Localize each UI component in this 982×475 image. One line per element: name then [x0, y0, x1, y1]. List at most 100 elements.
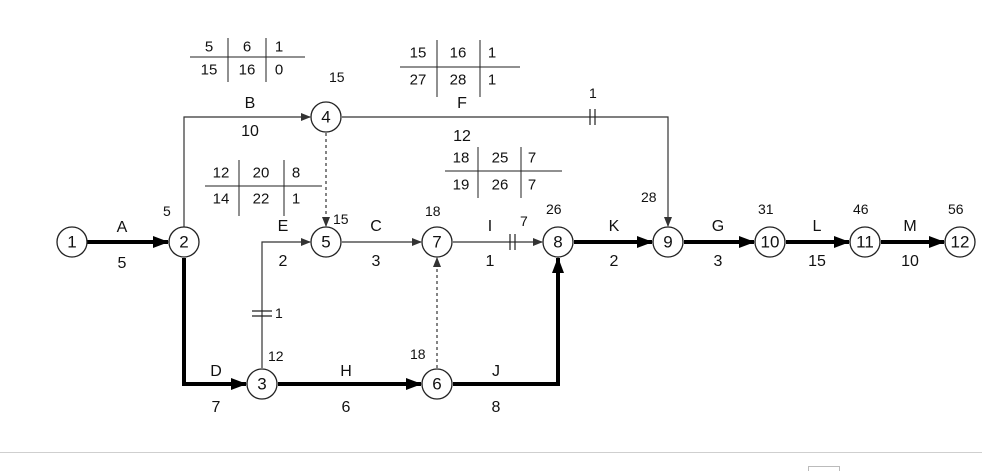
- grid-F-cell-1-0: 27: [410, 72, 427, 89]
- activity-name-G: G: [712, 218, 724, 235]
- grid-B-cell-0-1: 6: [243, 39, 251, 56]
- node-4: 4: [310, 101, 342, 133]
- node-2-label: 2: [179, 233, 188, 252]
- activity-name-K: K: [609, 218, 620, 235]
- grid-I-cell-0-1: 25: [492, 150, 509, 167]
- node-5: 5: [310, 226, 342, 258]
- free-float-F: 1: [589, 85, 597, 101]
- param-grid-F: 15 16 1 27 28 1: [400, 40, 520, 97]
- node-11: 11: [849, 226, 881, 258]
- grid-B-cell-1-1: 16: [239, 62, 256, 79]
- node-time-10: 31: [758, 201, 774, 217]
- footer-divider: [0, 452, 982, 453]
- free-float-E: 1: [275, 305, 283, 321]
- node-time-7: 18: [425, 203, 441, 219]
- activity-duration-D: 7: [212, 399, 221, 416]
- grid-F-cell-0-1: 16: [450, 45, 467, 62]
- node-9: 9: [652, 226, 684, 258]
- node-6-label: 6: [432, 375, 441, 394]
- param-grid-I: 18 25 7 19 26 7: [445, 147, 562, 198]
- grid-E-cell-0-2: 8: [292, 165, 300, 182]
- grid-B-cell-1-0: 15: [201, 62, 218, 79]
- grid-E-cell-1-2: 1: [292, 191, 300, 208]
- node-3: 3: [246, 368, 278, 400]
- activity-name-C: C: [370, 218, 382, 235]
- node-8: 8: [542, 226, 574, 258]
- node-5-label: 5: [321, 233, 330, 252]
- grid-F-cell-1-1: 28: [450, 72, 467, 89]
- node-12: 12: [944, 226, 976, 258]
- activity-duration-B: 10: [241, 123, 259, 140]
- activity-name-H: H: [340, 363, 352, 380]
- node-4-label: 4: [321, 108, 330, 127]
- activity-arrow-E: [261, 238, 311, 368]
- node-time-5: 15: [333, 211, 349, 227]
- node-time-2: 5: [163, 203, 171, 219]
- activity-name-E: E: [278, 218, 289, 235]
- node-time-6: 18: [410, 346, 426, 362]
- node-10-label: 10: [761, 233, 780, 252]
- node-time-12: 56: [948, 201, 964, 217]
- grid-I-cell-0-2: 7: [528, 150, 536, 167]
- node-10: 10: [754, 226, 786, 258]
- footer-tab: [808, 466, 840, 471]
- grid-I-cell-0-0: 18: [453, 150, 470, 167]
- activity-duration-J: 8: [492, 399, 501, 416]
- activity-duration-E: 2: [279, 253, 288, 270]
- node-8-label: 8: [553, 233, 562, 252]
- node-time-3: 12: [268, 348, 284, 364]
- node-9-label: 9: [663, 233, 672, 252]
- grid-I-cell-1-0: 19: [453, 177, 470, 194]
- activity-duration-H: 6: [342, 399, 351, 416]
- grid-B-cell-0-2: 1: [275, 39, 283, 56]
- activity-name-D: D: [210, 363, 222, 380]
- grid-B-cell-0-0: 5: [205, 39, 213, 56]
- node-1: 1: [56, 226, 88, 258]
- activity-duration-G: 3: [714, 253, 723, 270]
- grid-I-cell-1-1: 26: [492, 177, 509, 194]
- node-2: 2: [168, 226, 200, 258]
- node-3-label: 3: [257, 375, 266, 394]
- node-time-4: 15: [329, 69, 345, 85]
- activity-duration-C: 3: [372, 253, 381, 270]
- activity-name-I: I: [488, 218, 492, 235]
- activity-duration-L: 15: [808, 253, 826, 270]
- free-float-I: 7: [520, 213, 528, 229]
- activity-duration-F: 12: [453, 128, 471, 145]
- param-grid-B: 5 6 1 15 16 0: [190, 38, 305, 82]
- grid-F-cell-0-2: 1: [488, 45, 496, 62]
- activity-arrow-D: [182, 258, 247, 390]
- param-grid-E: 12 20 8 14 22 1: [205, 160, 322, 216]
- activity-name-J: J: [492, 363, 500, 380]
- activity-arrow-J: [453, 257, 564, 386]
- activity-duration-A: 5: [118, 255, 127, 272]
- grid-F-cell-1-2: 1: [488, 72, 496, 89]
- activity-name-A: A: [117, 219, 128, 236]
- node-time-11: 46: [853, 201, 869, 217]
- activity-arrow-B: [183, 113, 311, 227]
- node-6: 6: [421, 368, 453, 400]
- grid-F-cell-0-0: 15: [410, 45, 427, 62]
- node-time-9: 28: [641, 189, 657, 205]
- node-7: 7: [421, 226, 453, 258]
- node-12-label: 12: [951, 233, 970, 252]
- grid-E-cell-1-1: 22: [253, 191, 270, 208]
- grid-E-cell-0-1: 20: [253, 165, 270, 182]
- activity-name-L: L: [813, 218, 822, 235]
- grid-B-cell-1-2: 0: [275, 62, 283, 79]
- activity-name-B: B: [245, 95, 256, 112]
- activity-name-M: M: [903, 218, 916, 235]
- activity-duration-I: 1: [486, 253, 495, 270]
- node-7-label: 7: [432, 233, 441, 252]
- grid-E-cell-1-0: 14: [213, 191, 230, 208]
- grid-E-cell-0-0: 12: [213, 165, 230, 182]
- node-time-8: 26: [546, 201, 562, 217]
- node-11-label: 11: [856, 233, 874, 252]
- activity-arrow-F: [342, 116, 672, 227]
- activity-name-F: F: [457, 95, 467, 112]
- grid-I-cell-1-2: 7: [528, 177, 536, 194]
- activity-duration-M: 10: [901, 253, 919, 270]
- activity-duration-K: 2: [610, 253, 619, 270]
- node-1-label: 1: [67, 233, 76, 252]
